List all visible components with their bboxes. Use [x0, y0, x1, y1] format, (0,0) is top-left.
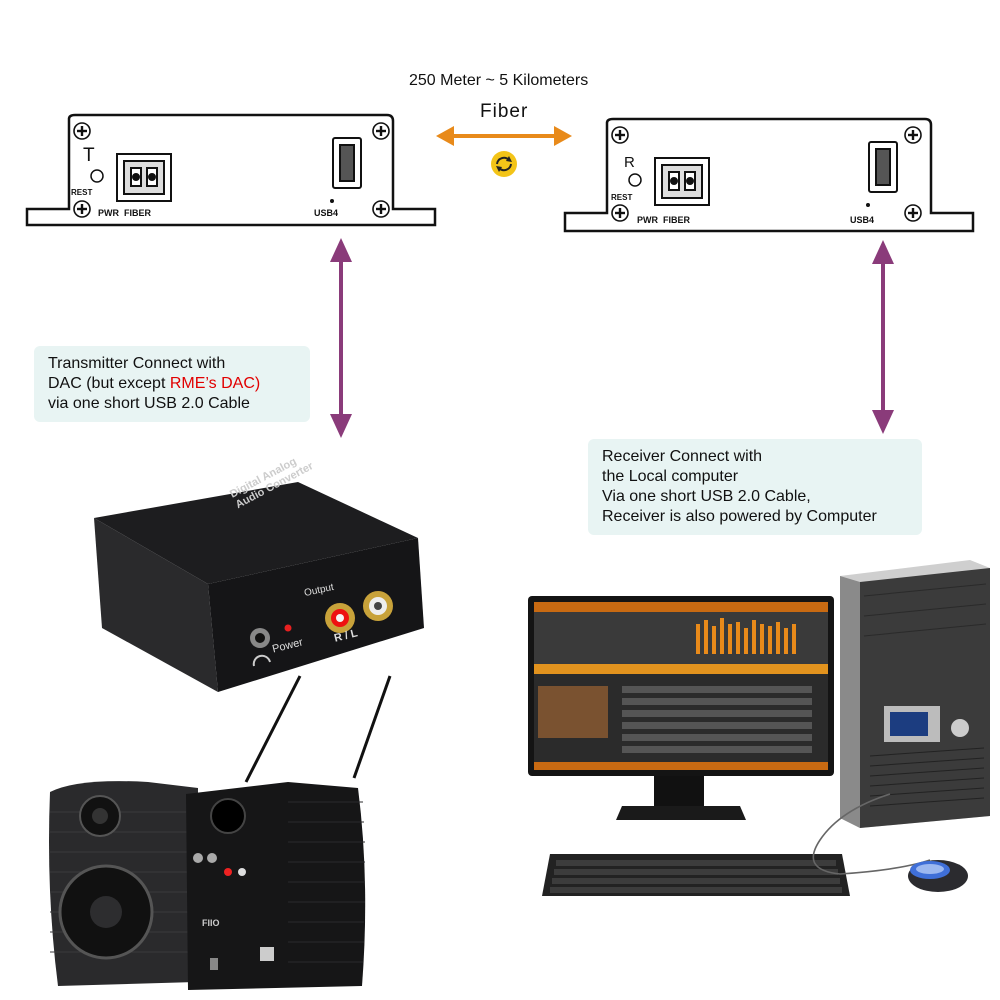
- receiver-note-line4: Receiver is also powered by Computer: [602, 508, 877, 525]
- transmitter-note-line2-prefix: DAC (but except: [48, 375, 170, 392]
- receiver-note-line1: Receiver Connect with: [602, 448, 763, 465]
- fiber-arrow: [436, 126, 572, 177]
- speakers: [49, 781, 366, 990]
- fiber-label: Fiber: [480, 101, 529, 122]
- transmitter-usb-arrow: [330, 238, 352, 438]
- pc-tower: [840, 560, 990, 828]
- pc-power-button: [951, 719, 969, 737]
- keyboard: [542, 854, 850, 896]
- transmitter-mode-letter: T: [83, 145, 95, 166]
- monitor: [528, 596, 834, 820]
- transmitter-usb-label: USB4: [314, 208, 339, 218]
- transmitter-pwr-label: PWR: [98, 208, 119, 218]
- fiber-port: [654, 157, 710, 206]
- speaker-brand: FIIO: [202, 918, 220, 928]
- pc-display: [890, 712, 928, 736]
- receiver-fiber-label: FIBER: [663, 215, 690, 225]
- transmitter-unit: [25, 113, 437, 227]
- receiver-pwr-label: PWR: [637, 215, 658, 225]
- transmitter-rest-label: REST: [71, 188, 93, 197]
- mouse-cable: [812, 793, 931, 875]
- fiber-port: [116, 153, 172, 202]
- sync-icon: [491, 151, 517, 177]
- transmitter-note-line1: Transmitter Connect with: [48, 355, 226, 372]
- dac-converter: [94, 482, 424, 692]
- receiver-usb-label: USB4: [850, 215, 875, 225]
- rca-white-jack: [363, 591, 393, 621]
- receiver-note: Receiver Connect with the Local computer…: [588, 439, 922, 535]
- album-art: [538, 686, 608, 738]
- usb-port: [332, 137, 362, 189]
- transmitter-note-line2: DAC (but except RME’s DAC): [48, 374, 296, 394]
- mouse: [812, 793, 968, 892]
- receiver-usb-arrow: [872, 240, 894, 434]
- transmitter-note: Transmitter Connect with DAC (but except…: [34, 346, 310, 422]
- receiver-note-line3: Via one short USB 2.0 Cable,: [602, 488, 811, 505]
- reset-button: [90, 169, 104, 183]
- receiver-mode-letter: R: [624, 154, 635, 171]
- audio-cables: [244, 675, 392, 783]
- headphone-jack-icon: [250, 628, 270, 648]
- power-led: [284, 624, 292, 632]
- rca-red-jack: [325, 603, 355, 633]
- usb-port: [868, 141, 898, 193]
- receiver-unit: [563, 117, 975, 233]
- headphone-icon: [252, 654, 271, 667]
- reset-button: [628, 173, 642, 187]
- transmitter-note-highlight: RME’s DAC): [169, 375, 261, 392]
- bass-port: [210, 798, 246, 834]
- receiver-rest-label: REST: [611, 193, 633, 202]
- transmitter-fiber-label: FIBER: [124, 208, 151, 218]
- receiver-note-line2: the Local computer: [602, 468, 739, 485]
- transmitter-note-line3: via one short USB 2.0 Cable: [48, 395, 250, 412]
- power-inlet: [260, 947, 274, 961]
- distance-label: 250 Meter ~ 5 Kilometers: [409, 72, 589, 89]
